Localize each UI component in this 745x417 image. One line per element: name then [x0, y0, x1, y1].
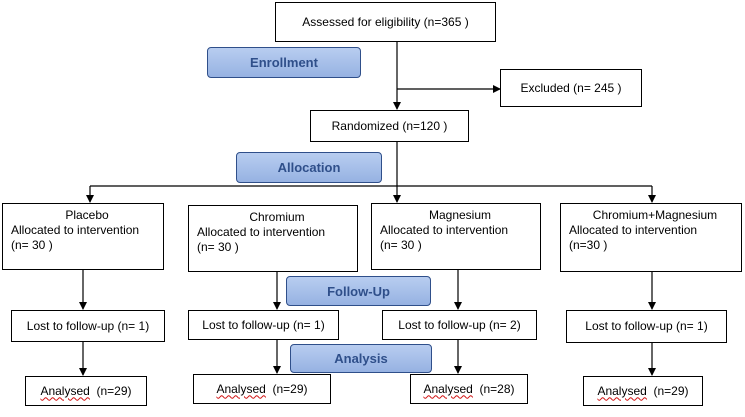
analysed-placebo-box: Analysed (n=29)	[25, 376, 147, 406]
stage-follow-up: Follow-Up	[286, 276, 431, 306]
stage-allocation-label: Allocation	[277, 160, 341, 175]
arm-allocated: Allocated to intervention	[11, 223, 140, 237]
lost-text: Lost to follow-up (n= 1)	[585, 319, 708, 333]
arm-name: Chromium+Magnesium	[592, 208, 718, 222]
stage-analysis-label: Analysis	[334, 351, 388, 366]
analysed-chromium-magnesium-box: Analysed (n=29)	[583, 376, 703, 406]
analysed-text: Analysed (n=29)	[40, 384, 131, 399]
arm-allocated: Allocated to intervention	[569, 223, 698, 237]
analysed-magnesium-box: Analysed (n=28)	[410, 374, 528, 404]
lost-placebo-box: Lost to follow-up (n= 1)	[11, 310, 165, 342]
stage-enrollment: Enrollment	[207, 47, 361, 78]
analysed-chromium-box: Analysed (n=29)	[193, 374, 331, 404]
lost-magnesium-box: Lost to follow-up (n= 2)	[382, 310, 537, 340]
arm-chromium-box: Chromium Allocated to intervention (n= 3…	[188, 205, 358, 272]
analysed-n: (n=29)	[265, 381, 308, 396]
arm-allocated: Allocated to intervention	[197, 225, 326, 239]
randomized-text: Randomized (n=120 )	[331, 118, 448, 133]
stage-allocation: Allocation	[236, 152, 382, 183]
stage-analysis: Analysis	[290, 344, 432, 373]
excluded-text: Excluded (n= 245 )	[520, 80, 622, 95]
analysed-n: (n=28)	[472, 381, 515, 396]
lost-text: Lost to follow-up (n= 1)	[26, 318, 150, 333]
arm-name: Placebo	[65, 208, 109, 222]
analysed-text: Analysed (n=29)	[597, 384, 688, 399]
arm-name: Magnesium	[428, 208, 492, 222]
analysed-n: (n=29)	[89, 383, 132, 398]
lost-text: Lost to follow-up (n= 2)	[398, 317, 521, 332]
stage-follow-up-label: Follow-Up	[327, 283, 390, 299]
analysed-word: Analysed	[40, 383, 90, 398]
arm-allocated: Allocated to intervention	[380, 223, 509, 237]
analysed-text: Analysed (n=29)	[216, 382, 307, 397]
excluded-box: Excluded (n= 245 )	[500, 69, 642, 107]
lost-text: Lost to follow-up (n= 1)	[202, 317, 325, 332]
assessed-box: Assessed for eligibility (n=365 )	[275, 2, 496, 42]
analysed-n: (n=29)	[646, 383, 689, 398]
analysed-word: Analysed	[597, 383, 647, 398]
arm-chromium-magnesium-box: Chromium+Magnesium Allocated to interven…	[560, 203, 742, 272]
arm-placebo-box: Placebo Allocated to intervention (n= 30…	[2, 203, 164, 270]
arm-n: (n= 30 )	[197, 240, 239, 254]
lost-chromium-box: Lost to follow-up (n= 1)	[188, 310, 339, 340]
analysed-text: Analysed (n=28)	[423, 382, 514, 397]
arm-name: Chromium	[249, 210, 305, 224]
lost-chromium-magnesium-box: Lost to follow-up (n= 1)	[566, 310, 727, 343]
arm-n: (n= 30 )	[380, 238, 422, 252]
randomized-box: Randomized (n=120 )	[310, 110, 469, 142]
stage-enrollment-label: Enrollment	[250, 55, 318, 70]
arm-magnesium-box: Magnesium Allocated to intervention (n= …	[371, 203, 541, 270]
arm-n: (n= 30 )	[11, 238, 53, 252]
arm-n: (n=30 )	[569, 238, 608, 252]
analysed-word: Analysed	[423, 381, 473, 396]
analysed-word: Analysed	[216, 381, 266, 396]
assessed-text: Assessed for eligibility (n=365 )	[302, 14, 469, 29]
